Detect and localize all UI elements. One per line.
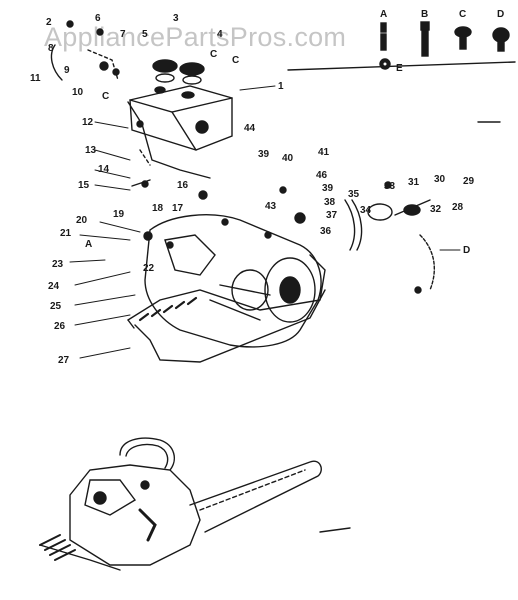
callout: 39 [322, 183, 334, 194]
callout: 12 [82, 117, 94, 128]
callout: 24 [48, 281, 60, 292]
callout: 39 [258, 149, 270, 160]
pan-head-screw-icon [454, 26, 472, 50]
callout: D [463, 245, 471, 256]
callout: 25 [50, 301, 62, 312]
callout: 9 [64, 65, 70, 76]
watermark: AppliancePartsPros.com [44, 22, 347, 52]
callout: 8 [48, 43, 54, 54]
key-letter-e: E [396, 63, 403, 74]
callout: 31 [408, 177, 420, 188]
callout: 30 [434, 174, 446, 185]
callout: 4 [217, 29, 223, 40]
callout: 22 [143, 263, 155, 274]
screw-with-lockwasher-icon [380, 22, 387, 51]
callout: 15 [78, 180, 90, 191]
callout: 18 [152, 203, 164, 214]
callout: 5 [142, 29, 148, 40]
key-letter-a: A [380, 9, 388, 20]
callout: 37 [326, 210, 338, 221]
callout: 3 [173, 13, 179, 24]
callout: 35 [348, 189, 360, 200]
knobs [152, 59, 205, 99]
callout: 26 [54, 321, 66, 332]
engine-crankcase [143, 186, 322, 348]
key-letter-d: D [497, 9, 505, 20]
callout: 14 [98, 164, 110, 175]
callout: C [102, 91, 110, 102]
callout: 13 [85, 145, 97, 156]
key-letter-b: B [421, 9, 429, 20]
callout: 20 [76, 215, 88, 226]
callout: 23 [52, 259, 64, 270]
callout: A [85, 239, 93, 250]
callout: 7 [120, 29, 126, 40]
clutch-parts [344, 181, 436, 294]
key-letter-c: C [459, 9, 467, 20]
callout: 11 [30, 73, 41, 84]
callout: 29 [463, 176, 475, 187]
callout: 21 [60, 228, 72, 239]
callout: 36 [320, 226, 332, 237]
washer-icon [379, 58, 391, 70]
callout: 2 [46, 17, 52, 28]
air-filter-cover [129, 85, 233, 151]
chain-assembly [127, 254, 326, 363]
callout: 32 [430, 204, 442, 215]
long-bolt-icon [420, 21, 430, 57]
callout: 46 [316, 170, 328, 181]
callout: 1 [278, 81, 284, 92]
callout: C [210, 49, 218, 60]
callout: 16 [177, 180, 189, 191]
callout: 6 [95, 13, 101, 24]
callout: 41 [318, 147, 330, 158]
callout: 27 [58, 355, 70, 366]
callout: 19 [113, 209, 125, 220]
callout: C [232, 55, 240, 66]
callout: 17 [172, 203, 184, 214]
assembled-chainsaw [39, 437, 351, 571]
leader-lines [69, 85, 461, 359]
callout: 28 [452, 202, 464, 213]
callout: 43 [265, 201, 277, 212]
callout: 33 [384, 181, 396, 192]
small-hardware-upper-left [50, 20, 211, 188]
callout: 38 [324, 197, 336, 208]
callout: 40 [282, 153, 294, 164]
socket-head-screw-icon [492, 27, 510, 52]
callout: 34 [360, 205, 372, 216]
callout: 44 [244, 123, 256, 134]
callout: 10 [72, 87, 84, 98]
